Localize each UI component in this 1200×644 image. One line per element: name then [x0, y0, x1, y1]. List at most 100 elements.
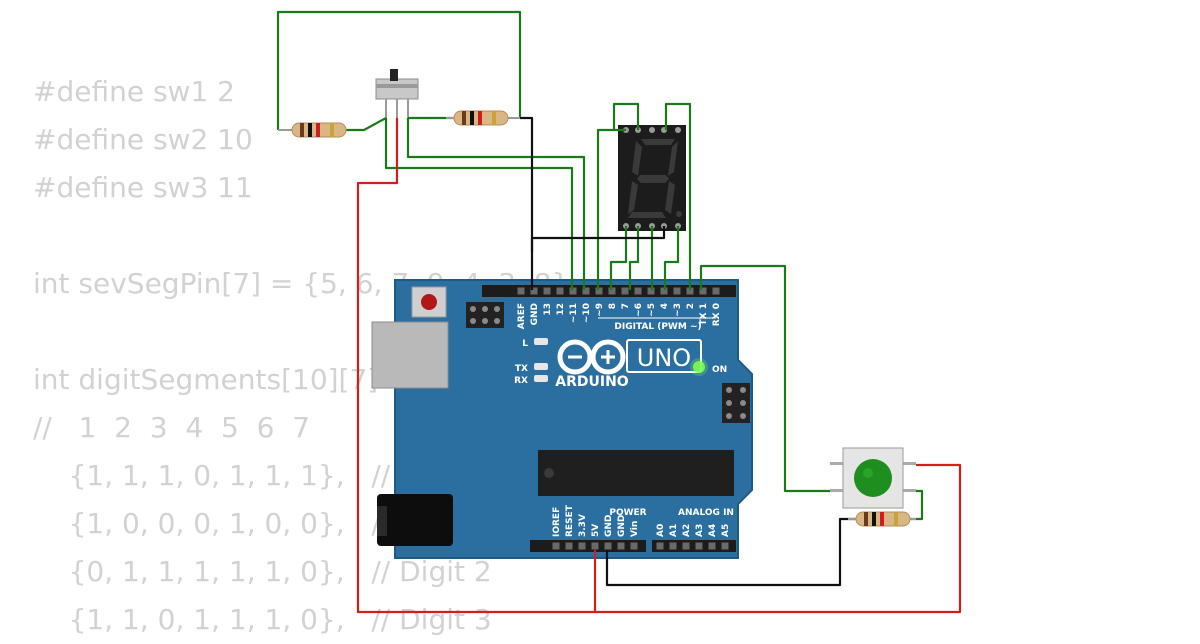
header-hole[interactable] — [582, 287, 590, 295]
code-line: #define sw2 10 — [33, 123, 253, 156]
power-pin-label: GND — [617, 515, 627, 537]
header-hole[interactable] — [656, 542, 664, 550]
header-hole[interactable] — [530, 287, 538, 295]
wire-seg-top-a — [612, 102, 640, 130]
header-hole[interactable] — [669, 542, 677, 550]
usb-connector — [371, 321, 449, 389]
atmega-chip — [538, 450, 734, 496]
wire-seg-top-b — [664, 102, 692, 130]
header-hole[interactable] — [695, 542, 703, 550]
led-l-label: L — [522, 339, 528, 349]
wire-5v-switch — [356, 118, 597, 614]
push-button[interactable] — [830, 447, 916, 509]
power-header — [530, 540, 646, 552]
digital-pin-label: 12 — [556, 303, 566, 316]
digital-pin-label: ~6 — [634, 303, 644, 317]
resistor-2 — [446, 110, 520, 126]
power-jack — [377, 494, 453, 546]
seven-segment-display — [618, 125, 686, 231]
slide-switch[interactable] — [375, 69, 419, 118]
power-header-label: POWER — [609, 508, 646, 518]
header-hole[interactable] — [630, 542, 638, 550]
wires — [276, 10, 962, 614]
wire-seg-pin8 — [609, 226, 628, 290]
led-rx-label: RX — [514, 376, 528, 386]
header-hole[interactable] — [556, 287, 564, 295]
power-pin-label: RESET — [565, 504, 575, 537]
header-hole[interactable] — [708, 542, 716, 550]
header-hole[interactable] — [721, 542, 729, 550]
analog-pin-label: A3 — [695, 524, 705, 537]
header-hole[interactable] — [634, 287, 642, 295]
decimal-point — [676, 211, 682, 217]
icsp-header-mcu — [722, 383, 750, 423]
header-hole[interactable] — [595, 287, 603, 295]
power-pin-label: IOREF — [552, 507, 562, 537]
header-hole[interactable] — [578, 542, 586, 550]
resistor-3 — [848, 511, 916, 527]
header-hole[interactable] — [686, 287, 694, 295]
power-pin-label: GND — [604, 515, 614, 537]
wire-gnd-top — [520, 116, 534, 290]
reset-button[interactable] — [411, 286, 447, 318]
digital-pin-label: ~11 — [569, 303, 579, 323]
power-pin-label: 3.3V — [578, 514, 588, 537]
digital-pin-label: 8 — [608, 303, 618, 309]
wire-switch-pin11 — [406, 118, 586, 290]
analog-pin-label: A4 — [708, 524, 718, 537]
wire-seg-pin9 — [596, 128, 626, 290]
digital-pin-label: 13 — [543, 303, 553, 316]
display-pin — [675, 127, 681, 133]
wire-5v-button — [595, 463, 962, 614]
wire-switch-pin10 — [384, 118, 574, 290]
header-hole[interactable] — [608, 287, 616, 295]
analog-pin-label: A2 — [682, 524, 692, 537]
analog-pin-label: A1 — [669, 524, 679, 537]
digital-pin-label: RX 0 — [712, 303, 722, 326]
digital-pin-label: ~5 — [647, 303, 657, 317]
power-pin-label: Vin — [630, 521, 640, 537]
power-pin-label: 5V — [591, 524, 601, 537]
header-hole[interactable] — [712, 287, 720, 295]
analog-header-label: ANALOG IN — [678, 508, 734, 518]
code-line: // 1 2 3 4 5 6 7 — [33, 411, 311, 444]
header-hole[interactable] — [543, 287, 551, 295]
arduino-brand-label: ARDUINO — [555, 374, 629, 390]
code-line: {0, 1, 1, 1, 1, 1, 0}, // Digit 2 — [33, 555, 492, 588]
header-hole[interactable] — [565, 542, 573, 550]
header-hole[interactable] — [673, 287, 681, 295]
header-hole[interactable] — [604, 542, 612, 550]
header-hole[interactable] — [682, 542, 690, 550]
header-hole[interactable] — [660, 287, 668, 295]
header-hole[interactable] — [591, 542, 599, 550]
wire-seg-common-gnd — [530, 226, 666, 252]
code-line: #define sw1 2 — [33, 75, 235, 108]
digital-pin-label: ~10 — [582, 303, 592, 323]
header-hole[interactable] — [552, 542, 560, 550]
digital-pin-label: ~9 — [595, 303, 605, 317]
header-hole[interactable] — [699, 287, 707, 295]
digital-pin-label: 2 — [686, 303, 696, 309]
digital-pin-label: AREF — [517, 303, 527, 329]
power-led — [693, 361, 705, 373]
digital-pin-label: 7 — [621, 303, 631, 309]
wire-gnd-button — [605, 517, 858, 587]
wire-seg-pin5 — [663, 226, 680, 290]
analog-pin-label: A0 — [656, 524, 666, 537]
on-label: ON — [712, 365, 727, 375]
digital-pin-label: TX 1 — [699, 303, 709, 325]
header-hole[interactable] — [621, 287, 629, 295]
header-hole[interactable] — [517, 287, 525, 295]
header-hole[interactable] — [617, 542, 625, 550]
header-hole[interactable] — [569, 287, 577, 295]
header-hole[interactable] — [647, 287, 655, 295]
digital-header-label: DIGITAL (PWM ~) — [614, 322, 701, 332]
analog-pin-label: A5 — [721, 524, 731, 537]
resistor-1 — [278, 122, 347, 138]
digital-pin-label: ~3 — [673, 303, 683, 317]
icsp-header-usb — [466, 302, 504, 328]
code-line: #define sw3 11 — [33, 171, 253, 204]
led-tx-label: TX — [515, 364, 528, 374]
